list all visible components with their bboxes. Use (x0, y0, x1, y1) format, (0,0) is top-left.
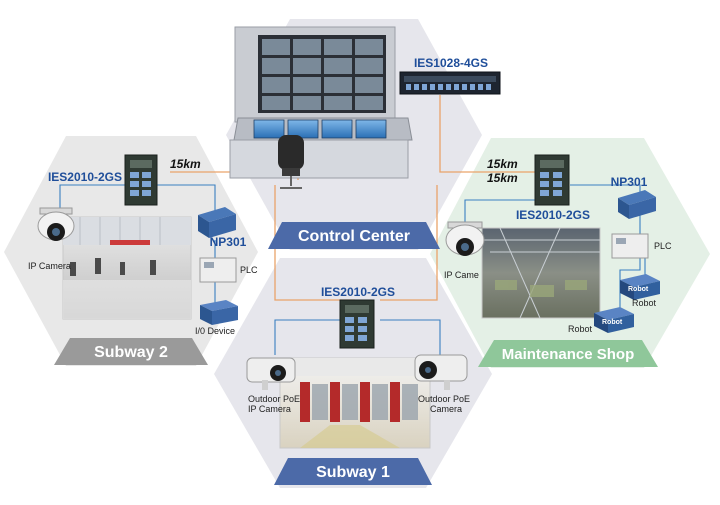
np301-left-icon (198, 207, 236, 238)
subway2-scene (62, 216, 192, 320)
label-plc-right: PLC (654, 241, 672, 251)
banner-control-center (268, 222, 440, 249)
plc-left-icon (199, 257, 237, 283)
dome-camera-icon-right (445, 221, 485, 256)
km-right-1: 15km (487, 157, 518, 171)
label-ip-camera-right: IP Came (444, 270, 479, 280)
subway1-scene (279, 357, 431, 449)
banner-subway1 (274, 458, 432, 485)
km-left: 15km (170, 157, 201, 171)
zone-label-subway1: Subway 1 (316, 464, 390, 481)
zone-label-control-center: Control Center (298, 228, 410, 245)
io-device-icon (200, 300, 238, 325)
dome-camera-icon-left (37, 207, 75, 241)
label-poe-right-1: Outdoor PoE (418, 394, 470, 404)
label-io-device: I/0 Device (195, 326, 235, 336)
control-center-scene (229, 26, 413, 189)
switch-left-icon (124, 154, 158, 206)
switch-right-icon (534, 154, 570, 206)
banner-subway2 (54, 338, 208, 365)
zone-label-maintenance: Maintenance Shop (502, 346, 635, 363)
banner-maintenance (478, 340, 658, 367)
np301-right-icon (618, 190, 656, 219)
outdoor-camera-icon-left (246, 357, 296, 390)
robot-icon-2 (594, 307, 634, 333)
label-ip-camera-left: IP Camera (28, 261, 71, 271)
core-switch-icon (399, 71, 501, 95)
robot-icon-1 (620, 274, 660, 300)
label-poe-left-1: Outdoor PoE (248, 394, 300, 404)
label-switch-right: IES2010-2GS (516, 208, 590, 222)
label-np-left: NP301 (210, 235, 247, 249)
outdoor-camera-icon-right (414, 354, 468, 390)
label-core-switch: IES1028-4GS (414, 56, 488, 70)
label-plc-left: PLC (240, 265, 258, 275)
label-robot-box-1: Robot (628, 286, 649, 293)
label-switch-left: IES2010-2GS (48, 170, 122, 184)
km-right-2: 15km (487, 171, 518, 185)
label-robot-1: Robot (632, 298, 657, 308)
label-poe-left-2: IP Camera (248, 404, 291, 414)
label-np-right: NP301 (611, 175, 648, 189)
label-robot-2: Robot (568, 324, 593, 334)
label-poe-right-2: Camera (430, 404, 462, 414)
label-robot-box-2: Robot (602, 319, 623, 326)
switch-center-icon (339, 299, 375, 349)
label-switch-center: IES2010-2GS (321, 285, 395, 299)
maintenance-scene (481, 227, 601, 319)
zone-label-subway2: Subway 2 (94, 344, 168, 361)
plc-right-icon (611, 233, 649, 259)
